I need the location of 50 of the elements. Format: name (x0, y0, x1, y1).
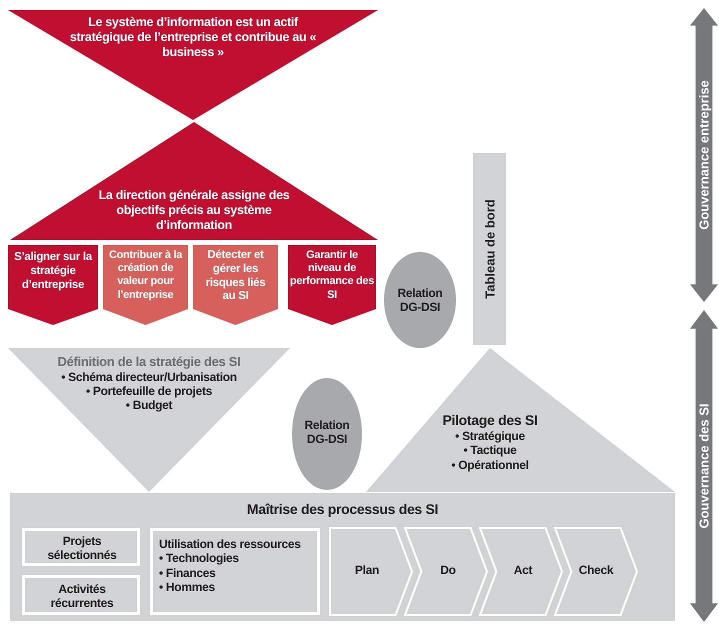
chevron-step (405, 528, 487, 615)
outlined-box (22, 575, 140, 615)
bullet-item: • Technologies (159, 551, 240, 566)
down-arrow-tab (288, 245, 376, 325)
inverted-triangle-banner (8, 10, 378, 120)
label-text: Check (578, 563, 614, 578)
down-arrow-tab (103, 245, 188, 325)
chevron-step (480, 528, 562, 615)
label-text: Gouvernance entreprise (696, 80, 712, 230)
label-text: Relation DG-DSI (396, 286, 444, 315)
side-banner (690, 310, 718, 622)
side-banner (690, 8, 718, 302)
vertical-bar (473, 153, 506, 345)
outlined-box (22, 528, 140, 566)
heading-text: Pilotage des SI (441, 412, 539, 429)
chevron-step (555, 528, 637, 615)
triangle-banner (10, 122, 378, 240)
chevron-step (330, 528, 412, 615)
bullet-item: • Stratégique (454, 428, 526, 444)
bullet-item: • Opérationnel (450, 458, 530, 472)
down-arrow-tab (193, 245, 278, 325)
label-text: Do (439, 563, 457, 578)
bullet-item: • Portefeuille de projets (84, 384, 214, 398)
label-text: Le système d’information est un actif stratégique de l’entreprise et contribue au « business » (68, 15, 318, 60)
ellipse-badge (292, 378, 362, 490)
heading-text: Définition de la stratégie des SI (56, 354, 242, 370)
bullet-item: • Hommes (159, 580, 216, 595)
label-text: Plan (354, 563, 380, 578)
label-text: S’aligner sur la stratégie d’entreprise (13, 251, 94, 292)
label-text: Maîtrise des processus des SI (246, 501, 440, 518)
label-text: Garantir le niveau de performance des SI (289, 249, 375, 302)
outlined-box (150, 528, 320, 615)
bullet-item: • Budget (124, 398, 174, 413)
label-text: Gouvernance des SI (696, 404, 712, 528)
triangle-panel (366, 348, 675, 492)
label-text: Activités récurrentes (50, 582, 114, 611)
label-text: Projets sélectionnés (46, 534, 118, 563)
label-text: Détecter et gérer les risques liés au SI (204, 249, 266, 304)
bullet-item: • Tactique (462, 443, 518, 458)
down-arrow-tab (8, 245, 98, 325)
label-text: Contribuer à la création de valeur pour l’entreprise (108, 249, 184, 302)
heading-text: Utilisation des ressources (159, 537, 302, 552)
label-text: Relation DG-DSI (304, 418, 350, 447)
label-text: Act (512, 563, 534, 578)
label-text: La direction générale assigne des objectifs précis au système d’information (98, 188, 290, 233)
inverted-triangle-panel (8, 348, 290, 492)
label-text: Tableau de bord (482, 199, 497, 299)
bullet-item: • Finances (159, 566, 217, 580)
bullet-item: • Schéma directeur/Urbanisation (60, 370, 238, 384)
ellipse-badge (384, 252, 456, 348)
